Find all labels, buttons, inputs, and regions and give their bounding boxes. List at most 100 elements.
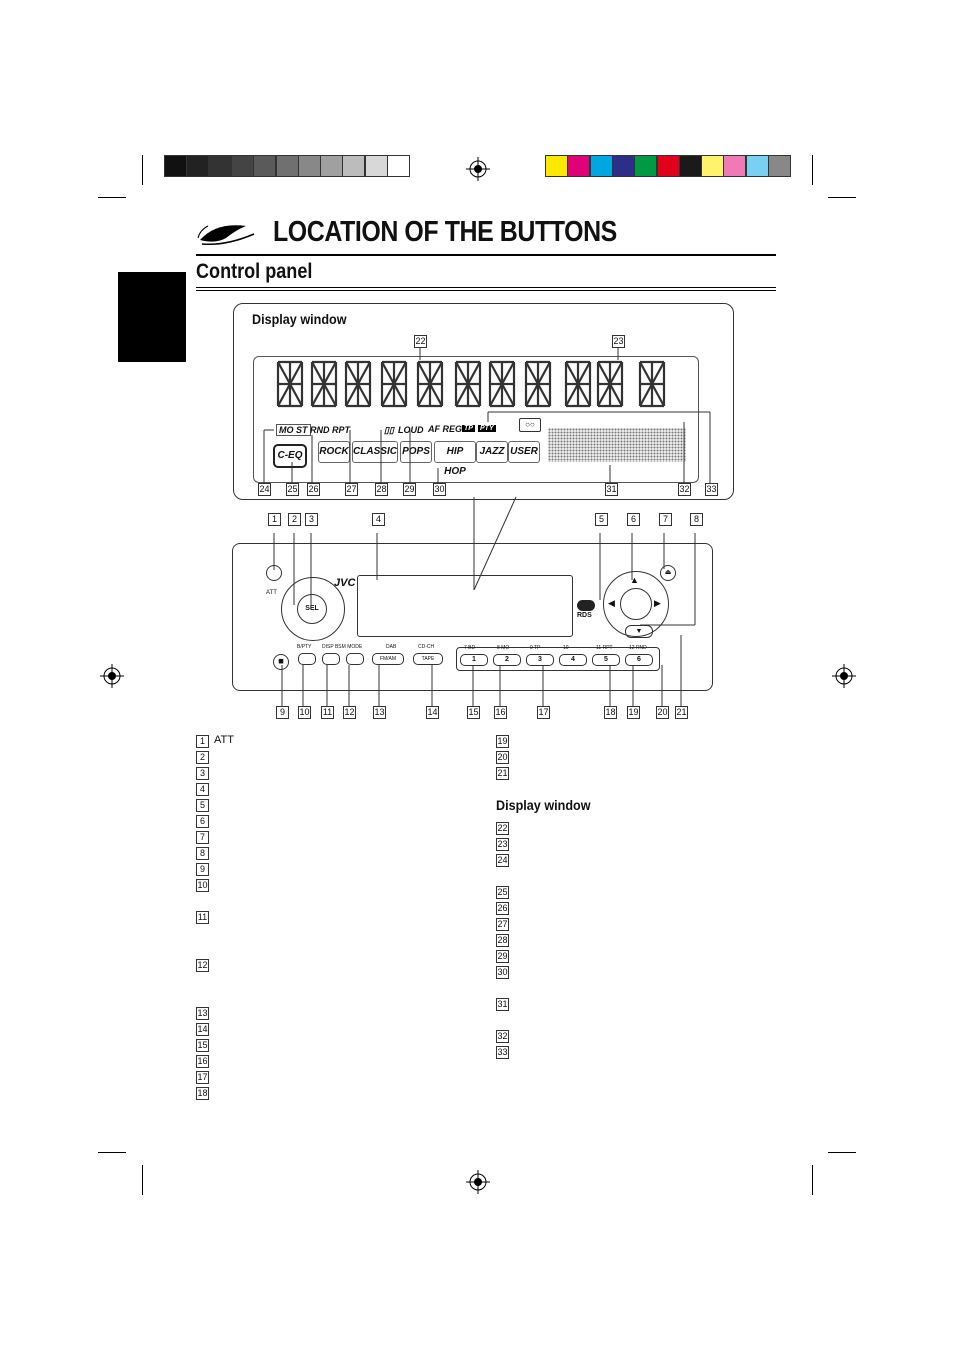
eq-mode-hip-hop: HIP HOP bbox=[434, 441, 476, 477]
item-number: 33 bbox=[496, 1046, 509, 1059]
up-arrow-icon[interactable]: ▲ bbox=[630, 575, 639, 585]
tape-button[interactable]: TAPE bbox=[413, 653, 443, 665]
preset-top-label-1: 7 BD bbox=[464, 645, 476, 651]
title-rule bbox=[196, 254, 776, 256]
brand-logo: JVC bbox=[334, 577, 356, 589]
callout-25: 25 bbox=[286, 483, 299, 496]
color-swatch bbox=[567, 155, 591, 177]
list-item: 12 bbox=[196, 959, 456, 973]
dot-matrix-area bbox=[548, 428, 686, 462]
list-item: 13 bbox=[196, 1007, 456, 1021]
preset-top-label-6: 12 RND bbox=[629, 645, 647, 651]
color-swatch bbox=[634, 155, 658, 177]
callout-27: 27 bbox=[345, 483, 358, 496]
down-button[interactable]: ▼ bbox=[625, 625, 653, 638]
callout-10: 10 bbox=[298, 706, 311, 719]
callout-26: 26 bbox=[307, 483, 320, 496]
list-item: 9 bbox=[196, 863, 456, 877]
preset-button-3[interactable]: 3 bbox=[526, 654, 554, 666]
registration-mark-icon bbox=[100, 664, 124, 688]
disp-button[interactable] bbox=[322, 653, 340, 665]
display-lcd bbox=[253, 356, 699, 483]
mode-button[interactable] bbox=[346, 653, 364, 665]
crop-mark bbox=[142, 155, 143, 185]
callout-24: 24 bbox=[258, 483, 271, 496]
section-title: Control panel bbox=[196, 260, 313, 283]
list-item: 29 bbox=[496, 950, 756, 964]
b-pty-label: B/PTY bbox=[297, 644, 312, 650]
indicator-pty: PTY bbox=[478, 425, 496, 432]
crop-mark bbox=[98, 197, 126, 198]
list-item: 4 bbox=[196, 783, 456, 797]
item-number: 31 bbox=[496, 998, 509, 1011]
rds-logo: RDS bbox=[577, 612, 592, 619]
crop-mark bbox=[142, 1165, 143, 1195]
color-swatch bbox=[186, 155, 210, 177]
list-item: 32 bbox=[496, 1030, 756, 1044]
preset-top-label-3: 9 TP bbox=[530, 645, 541, 651]
detach-button[interactable]: ◼ bbox=[273, 654, 289, 670]
list-item: 5 bbox=[196, 799, 456, 813]
callout-19: 19 bbox=[627, 706, 640, 719]
eq-mode-classic: CLASSIC bbox=[352, 441, 398, 463]
color-swatch bbox=[208, 155, 232, 177]
indicator-loud: LOUD bbox=[398, 425, 424, 435]
indicator-tp: TP bbox=[462, 425, 475, 432]
preset-button-6[interactable]: 6 bbox=[625, 654, 653, 666]
item-number: 12 bbox=[196, 959, 209, 972]
list-item: 27 bbox=[496, 918, 756, 932]
control-dial-center[interactable] bbox=[620, 588, 652, 620]
disp-bsm-mode-label: DISP BSM MODE bbox=[322, 644, 363, 650]
section-rule bbox=[196, 287, 776, 288]
preset-button-2[interactable]: 2 bbox=[493, 654, 521, 666]
list-item: 6 bbox=[196, 815, 456, 829]
registration-mark-icon bbox=[832, 664, 856, 688]
callout-3: 3 bbox=[305, 513, 318, 526]
list-item: 26 bbox=[496, 902, 756, 916]
eject-button[interactable]: ⏏ bbox=[660, 565, 676, 581]
callout-18: 18 bbox=[604, 706, 617, 719]
crop-mark bbox=[828, 1152, 856, 1153]
right-arrow-icon[interactable]: ▶ bbox=[654, 598, 661, 608]
left-arrow-icon[interactable]: ◀ bbox=[608, 598, 615, 608]
color-swatch bbox=[589, 155, 613, 177]
control-dial[interactable] bbox=[603, 571, 669, 637]
list-item: 22 bbox=[496, 822, 756, 836]
list-item: 23 bbox=[496, 838, 756, 852]
color-swatch bbox=[230, 155, 254, 177]
fm-am-button[interactable]: FM/AM bbox=[372, 653, 404, 665]
callout-12: 12 bbox=[343, 706, 356, 719]
color-swatch bbox=[387, 155, 410, 177]
section-rule bbox=[196, 290, 776, 291]
eq-mode-jazz: JAZZ bbox=[476, 441, 508, 463]
segment-character bbox=[564, 360, 592, 408]
item-number: 7 bbox=[196, 831, 209, 844]
display-window-list-title: Display window bbox=[496, 797, 591, 813]
color-swatch bbox=[678, 155, 702, 177]
preset-button-5[interactable]: 5 bbox=[592, 654, 620, 666]
item-number: 8 bbox=[196, 847, 209, 860]
callout-5: 5 bbox=[595, 513, 608, 526]
list-item: 8 bbox=[196, 847, 456, 861]
callout-28: 28 bbox=[375, 483, 388, 496]
item-number: 17 bbox=[196, 1071, 209, 1084]
item-number: 5 bbox=[196, 799, 209, 812]
sel-button[interactable]: SEL bbox=[297, 594, 327, 624]
item-number: 27 bbox=[496, 918, 509, 931]
crop-mark bbox=[812, 1165, 813, 1195]
preset-button-1[interactable]: 1 bbox=[460, 654, 488, 666]
list-item: 15 bbox=[196, 1039, 456, 1053]
list-item: 2 bbox=[196, 751, 456, 765]
b-pty-button[interactable] bbox=[298, 653, 316, 665]
item-number: 24 bbox=[496, 854, 509, 867]
preset-button-4[interactable]: 4 bbox=[559, 654, 587, 666]
color-swatch bbox=[253, 155, 277, 177]
item-number: 6 bbox=[196, 815, 209, 828]
item-number: 11 bbox=[196, 911, 209, 924]
page-title: LOCATION OF THE BUTTONS bbox=[273, 216, 617, 248]
segment-character bbox=[416, 360, 444, 408]
callout-15: 15 bbox=[467, 706, 480, 719]
volume-knob[interactable] bbox=[281, 577, 345, 641]
color-swatch bbox=[545, 155, 568, 177]
